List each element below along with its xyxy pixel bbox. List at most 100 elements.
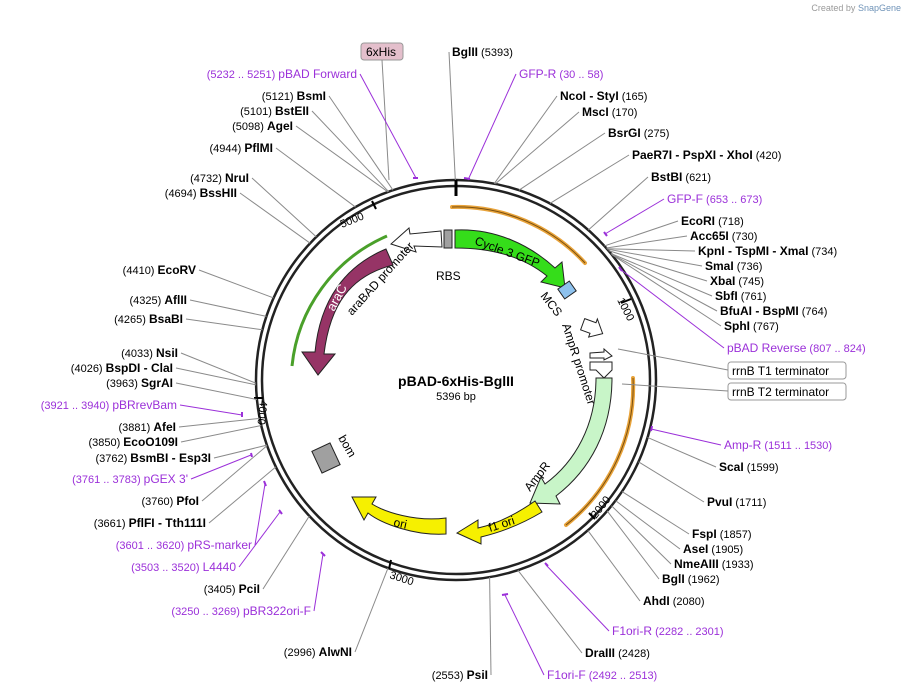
site-leader-line	[251, 177, 317, 238]
site-leader-line	[275, 147, 356, 208]
site-label: (4325) AflII	[129, 293, 187, 307]
site-name: PfoI	[176, 494, 199, 508]
site-bsmbi-esp3i: (3762) BsmBI - Esp3I	[95, 444, 268, 465]
site-kpni-tspmi-xmai: KpnI - TspMI - XmaI (734)	[606, 244, 837, 258]
site-bstbi: BstBI (621)	[588, 170, 711, 231]
site-leader-line	[180, 424, 262, 443]
primer-leader-line	[238, 511, 281, 568]
primer-pbrrevbam: (3921 .. 3940) pBRrevBam	[41, 398, 243, 416]
label-ori: ori	[392, 515, 408, 531]
site-position: (275)	[641, 128, 670, 140]
primer-label: (3503 .. 3520) L4440	[131, 560, 236, 574]
site-label: BsrGI (275)	[608, 126, 669, 140]
site-pfoi: (3760) PfoI	[141, 445, 268, 508]
site-position: (2553)	[432, 670, 467, 682]
tick-marks: 1000 2000 3000 4000 5000	[254, 200, 636, 588]
primer-name: pBAD Forward	[278, 67, 357, 81]
site-position: (3762)	[95, 453, 130, 465]
primer-label: (3921 .. 3940) pBRrevBam	[41, 398, 177, 412]
site-label: BglII (5393)	[452, 45, 513, 59]
primer-name: GFP-R	[519, 67, 557, 81]
site-name: AseI	[683, 542, 708, 556]
primer-leader-line	[313, 553, 324, 612]
site-ncoi-styi: NcoI - StyI (165)	[493, 89, 647, 184]
site-leader-line	[198, 269, 274, 299]
site-name: EcoO109I	[123, 435, 178, 449]
site-label: PvuI (1711)	[707, 495, 766, 509]
label-rbs: RBS	[436, 269, 461, 283]
site-bgli: BglI (1962)	[606, 510, 720, 586]
site-name: AlwNI	[319, 645, 352, 659]
site-name: EcoRV	[158, 263, 196, 277]
primer-leader-line	[254, 483, 266, 546]
site-position: (3850)	[88, 437, 123, 449]
boxed-labels: 6xHis rrnB T1 terminator rrnB T2 termina…	[360, 42, 847, 401]
site-bsmi: (5121) BsmI	[262, 89, 394, 191]
site-labels: BglII (5393)NcoI - StyI (165)MscI (170)B…	[71, 45, 837, 682]
primer-label: (5232 .. 5251) pBAD Forward	[207, 67, 357, 81]
site-leader-line	[647, 436, 717, 468]
feature-arabad-promoter	[390, 227, 443, 253]
site-leader-line	[448, 51, 456, 181]
site-fspi: FspI (1857)	[621, 491, 752, 541]
site-name: AfeI	[153, 420, 176, 434]
box-rrnb-t1	[727, 361, 847, 380]
site-leader-line	[201, 445, 268, 502]
site-acc65i: Acc65I (730)	[606, 229, 757, 249]
primer-leader-line	[190, 454, 252, 480]
label-f1-ori: f1 ori	[487, 513, 517, 535]
label-bom: bom	[335, 433, 359, 460]
site-position: (1599)	[744, 462, 779, 474]
site-bsrgi: BsrGI (275)	[518, 126, 669, 191]
site-bspdi-clai: (4026) BspDI - ClaI	[71, 361, 257, 386]
site-name: PflMI	[244, 141, 273, 155]
site-position: (4694)	[165, 188, 200, 200]
snapgene-logo: SnapGene	[857, 3, 901, 13]
primer-range: (3921 .. 3940)	[41, 400, 113, 412]
site-label: Acc65I (730)	[690, 229, 757, 243]
primer-name: pRS-marker	[187, 538, 252, 552]
primer-range: (2282 .. 2301)	[652, 626, 724, 638]
site-name: NruI	[225, 171, 249, 185]
site-leader-line	[213, 444, 268, 459]
site-name: BssHII	[200, 186, 237, 200]
site-name: PciI	[239, 582, 260, 596]
site-label: (4694) BssHII	[165, 186, 237, 200]
primer-prs-marker: (3601 .. 3620) pRS-marker	[116, 483, 266, 552]
site-agei: (5098) AgeI	[232, 119, 389, 193]
primer-label: (3250 .. 3269) pBR322ori-F	[171, 604, 311, 618]
site-position: (767)	[750, 321, 779, 333]
site-leader-line	[549, 154, 630, 204]
primer-amp-r: Amp-R (1511 .. 1530)	[650, 428, 832, 452]
site-sgrai: (3963) SgrAI	[106, 376, 258, 401]
highlight-arcs-inner	[451, 206, 634, 526]
primer-name: GFP-F	[667, 192, 703, 206]
site-position: (420)	[753, 150, 782, 162]
site-label: (3760) PfoI	[141, 494, 199, 508]
site-position: (1711)	[732, 497, 766, 509]
site-label: BstBI (621)	[651, 170, 711, 184]
site-position: (5121)	[262, 91, 297, 103]
site-position: (3405)	[204, 584, 239, 596]
site-nmeaiii: NmeAIII (1933)	[611, 505, 754, 571]
site-position: (718)	[715, 216, 744, 228]
site-label: (3850) EcoO109I	[88, 435, 178, 449]
site-label: (5101) BstEII	[240, 104, 309, 118]
site-name: PvuI	[707, 495, 732, 509]
plasmid-size: 5396 bp	[436, 391, 476, 403]
site-position: (761)	[738, 291, 767, 303]
primer-range: (3503 .. 3520)	[131, 562, 203, 574]
site-label: KpnI - TspMI - XmaI (734)	[698, 244, 837, 258]
site-name: XbaI	[710, 274, 735, 288]
site-leader-line	[611, 253, 718, 312]
site-leader-line	[518, 132, 606, 191]
site-leader-line	[354, 567, 389, 653]
primer-range: (5232 .. 5251)	[207, 69, 279, 81]
primer-name: pBRrevBam	[112, 398, 177, 412]
primer-label: pBAD Reverse (807 .. 824)	[727, 341, 866, 355]
site-leader-line	[615, 500, 681, 550]
site-leader-line	[178, 417, 260, 428]
primer-name: pBAD Reverse	[727, 341, 807, 355]
site-label: (4265) BsaBI	[114, 312, 183, 326]
site-position: (4732)	[190, 173, 225, 185]
